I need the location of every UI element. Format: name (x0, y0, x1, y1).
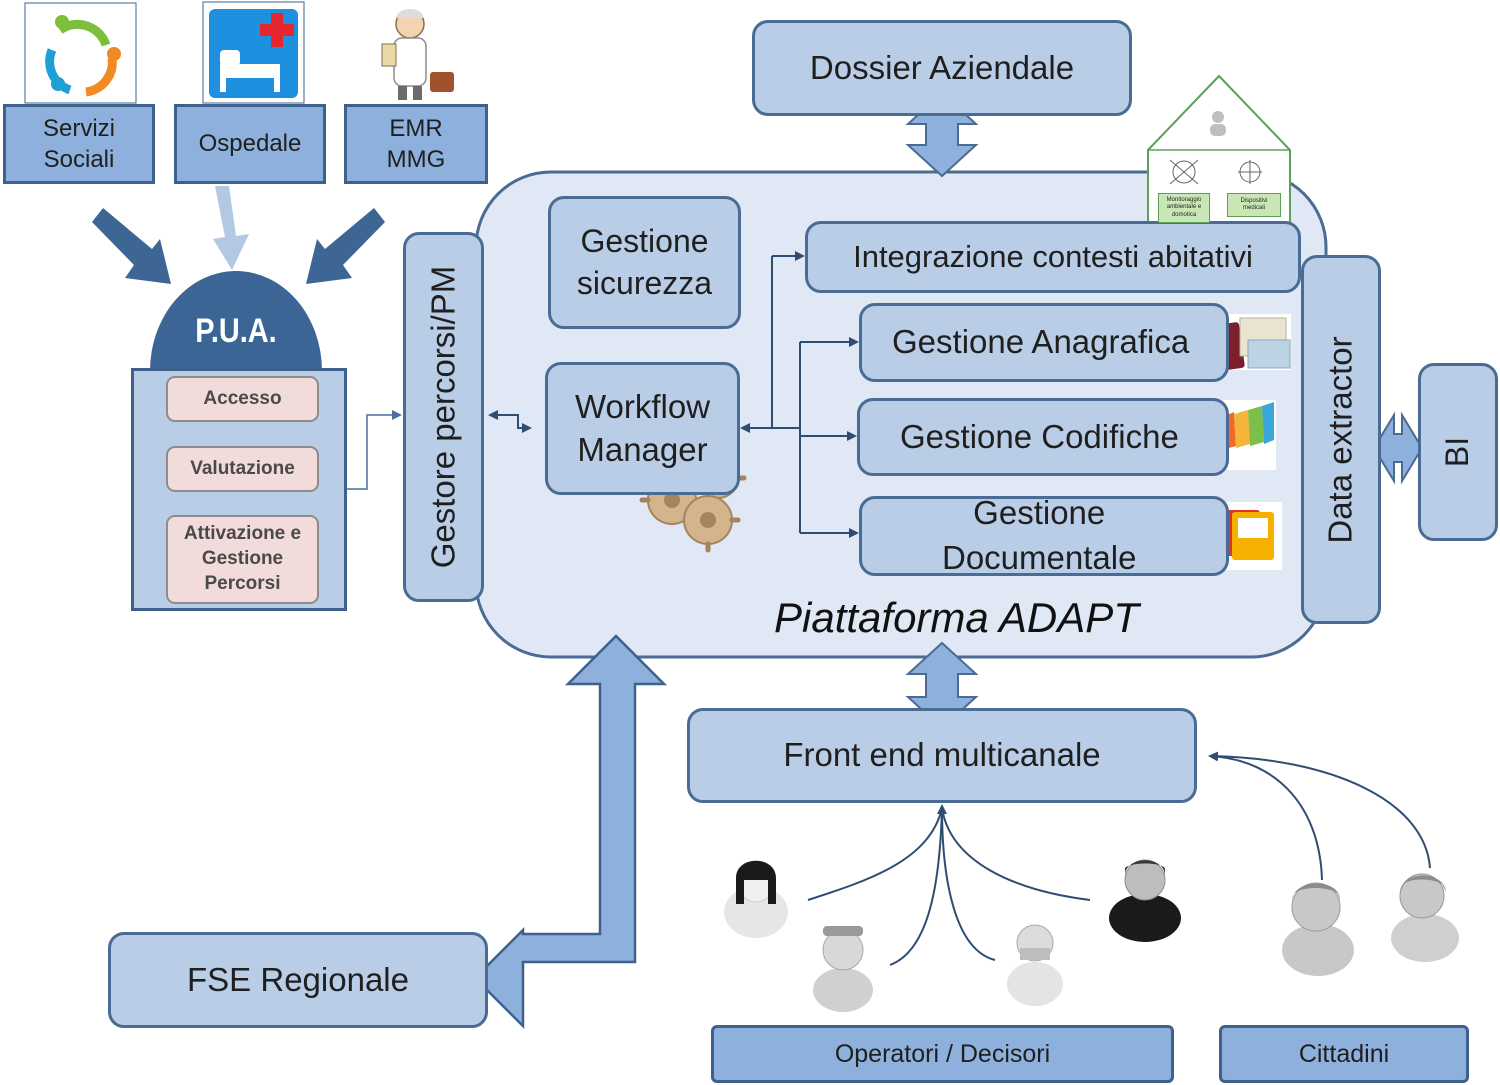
ospedale-box: Ospedale (174, 104, 326, 184)
front-end-multicanale-label: Front end multicanale (783, 736, 1101, 774)
home-context-house (1147, 74, 1291, 231)
citizen-curves (1208, 751, 1431, 881)
data-extractor-box: Data extractor (1301, 255, 1381, 624)
pua-step-valutazione[interactable]: Valutazione (166, 446, 319, 492)
workflow-manager-label: Workflow Manager (574, 387, 711, 468)
integrazione-contesti-label: Integrazione contesti abitativi (853, 238, 1253, 274)
gestione-codifiche-box: Gestione Codifiche (857, 398, 1229, 476)
operator-woman-icon (724, 860, 788, 938)
pua-to-gestore-connector (347, 410, 402, 490)
gestore-percorsi-box: Gestore percorsi/PM (403, 232, 484, 602)
pua-dome (150, 271, 322, 371)
source-arrows (92, 186, 385, 284)
home-panel-dispositivi-label: Dispositivi medicali (1240, 197, 1268, 211)
home-panel-monitoraggio-label: Monitoraggio ambientale e domotica (1166, 197, 1202, 218)
gestione-sicurezza-box: Gestione sicurezza (548, 196, 741, 329)
pua-title: P.U.A. (195, 312, 277, 350)
hospital-bed-icon (202, 1, 305, 104)
pua-step-valutazione-label: Valutazione (190, 457, 295, 479)
bi-box: BI (1418, 363, 1498, 541)
data-extractor-label: Data extractor (1321, 335, 1359, 544)
gestione-anagrafica-label: Gestione Anagrafica (892, 323, 1190, 361)
gestione-sicurezza-label: Gestione sicurezza (576, 222, 713, 301)
fse-bidirectional-arrow (473, 634, 668, 1030)
pua-step-accesso[interactable]: Accesso (166, 376, 319, 422)
pua-step-accesso-label: Accesso (203, 387, 282, 409)
workflow-manager-box: Workflow Manager (545, 362, 740, 495)
citizen-man-icon (1282, 882, 1354, 976)
servizi-sociali-label: Servizi Sociali (42, 114, 115, 173)
ospedale-label: Ospedale (198, 130, 302, 158)
gestione-documentale-box: Gestione Documentale (859, 494, 1229, 576)
gestore-percorsi-label: Gestore percorsi/PM (424, 265, 462, 569)
gestione-anagrafica-box: Gestione Anagrafica (859, 303, 1229, 382)
document-folders-icon (1204, 502, 1282, 570)
operator-manager-icon (1109, 859, 1181, 942)
emr-mmg-label: EMR MMG (386, 114, 446, 173)
fse-regionale-label: FSE Regionale (187, 960, 409, 998)
citizen-woman-icon (1391, 873, 1459, 962)
servizi-sociali-box: Servizi Sociali (3, 104, 155, 184)
dossier-aziendale-label: Dossier Aziendale (809, 48, 1075, 86)
front-end-multicanale-box: Front end multicanale (687, 708, 1197, 803)
servizi-sociali-logo-icon (24, 2, 137, 104)
fse-regionale-box: FSE Regionale (108, 932, 488, 1028)
operator-nurse-icon (813, 926, 873, 1012)
cittadini-box: Cittadini (1219, 1025, 1469, 1083)
bi-double-arrow (1372, 411, 1424, 485)
cittadini-label: Cittadini (1298, 1039, 1390, 1068)
piattaforma-adapt-title: Piattaforma ADAPT (774, 594, 1139, 641)
dossier-aziendale-box: Dossier Aziendale (752, 20, 1132, 116)
bi-label: BI (1439, 436, 1476, 468)
doctor-icon (381, 9, 454, 100)
operatori-decisori-box: Operatori / Decisori (711, 1025, 1174, 1083)
operator-curves (807, 804, 1091, 966)
gestione-documentale-label: Gestione Documentale (942, 494, 1137, 576)
gestione-codifiche-label: Gestione Codifiche (900, 417, 1179, 455)
operator-doctor-icon (1007, 924, 1063, 1006)
home-panel-monitoraggio: Monitoraggio ambientale e domotica (1158, 193, 1210, 223)
pua-step-attivazione-label: Attivazione e Gestione Percorsi (183, 523, 302, 594)
pua-step-attivazione[interactable]: Attivazione e Gestione Percorsi (166, 515, 319, 604)
operatori-decisori-label: Operatori / Decisori (834, 1039, 1051, 1068)
home-panel-dispositivi: Dispositivi medicali (1227, 193, 1281, 217)
emr-mmg-box: EMR MMG (344, 104, 488, 184)
integrazione-contesti-box: Integrazione contesti abitativi (805, 221, 1301, 293)
workflow-tree-connectors (740, 251, 859, 538)
gestore-workflow-connector (488, 410, 532, 433)
